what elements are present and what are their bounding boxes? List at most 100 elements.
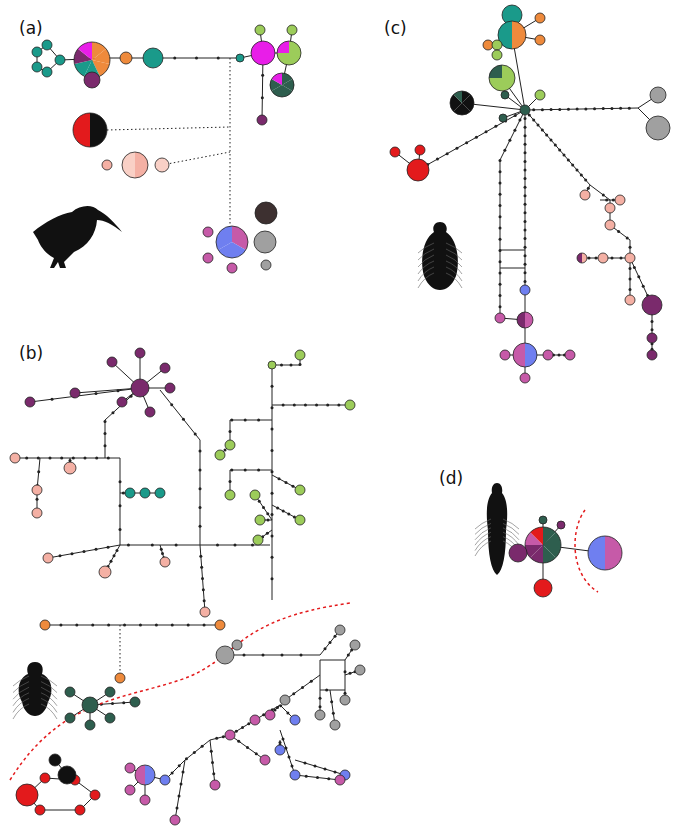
- mutation-step: [266, 512, 269, 515]
- haplotype-circle: [160, 557, 170, 567]
- pie-slice: [450, 103, 462, 111]
- mutation-step: [282, 404, 285, 407]
- haplotype-circle: [295, 515, 305, 525]
- haplotype-circle: [32, 508, 42, 518]
- haplotype-pie: [255, 202, 277, 224]
- haplotype-circle: [315, 710, 325, 720]
- mutation-step: [257, 419, 260, 422]
- haplotype-circle: [58, 766, 76, 784]
- louse-silhouette: [19, 662, 52, 716]
- haplotype-pie: [254, 231, 276, 253]
- haplotype-circle: [145, 407, 155, 417]
- leg-stroke: [41, 682, 57, 693]
- mutation-step: [211, 761, 214, 764]
- mutation-step: [545, 134, 548, 137]
- mutation-step: [193, 751, 196, 754]
- mutation-step: [513, 129, 516, 132]
- haplotype-circle: [85, 720, 95, 730]
- mutation-step: [319, 705, 322, 708]
- haplotype-pie: [43, 553, 53, 563]
- mutation-step: [200, 566, 203, 569]
- pie-slice: [525, 312, 533, 328]
- haplotype-pie: [450, 91, 474, 115]
- haplotype-circle: [535, 90, 545, 100]
- mutation-step: [524, 237, 527, 240]
- haplotype-pie: [295, 350, 305, 360]
- haplotype-circle: [40, 620, 50, 630]
- haplotype-pie: [489, 65, 515, 91]
- pie-slice: [216, 226, 232, 250]
- haplotype-pie: [535, 35, 545, 45]
- link-line: [165, 740, 210, 780]
- haplotype-pie: [335, 775, 345, 785]
- haplotype-circle: [340, 695, 350, 705]
- haplotype-pie: [340, 695, 350, 705]
- mutation-step: [203, 624, 206, 627]
- link-line: [210, 740, 215, 785]
- mutation-step: [499, 204, 502, 207]
- haplotype-pie: [499, 114, 507, 122]
- mutation-step: [524, 151, 527, 154]
- haplotype-pie: [70, 388, 80, 398]
- haplotype-pie: [160, 775, 170, 785]
- mutation-step: [514, 114, 517, 117]
- haplotype-circle: [203, 227, 213, 237]
- link-line: [272, 365, 273, 600]
- mutation-step: [612, 199, 615, 202]
- mutation-step: [558, 354, 561, 357]
- mutation-step: [436, 158, 439, 161]
- haplotype-outline: [489, 65, 515, 91]
- pie-slice: [530, 527, 543, 545]
- haplotype-circle: [65, 687, 75, 697]
- louse-silhouette: [487, 483, 507, 575]
- mutation-step: [637, 275, 640, 278]
- mutation-step: [271, 428, 274, 431]
- link-line: [500, 268, 525, 269]
- haplotype-circle: [102, 160, 112, 170]
- haplotype-pie: [49, 754, 61, 766]
- mutation-step: [524, 169, 527, 172]
- mutation-step: [558, 149, 561, 152]
- mutation-step: [629, 246, 632, 249]
- haplotype-circle: [492, 50, 502, 60]
- haplotype-circle: [520, 105, 530, 115]
- haplotype-circle: [32, 485, 42, 495]
- mutation-step: [499, 305, 502, 308]
- haplotype-circle: [495, 313, 505, 323]
- haplotype-pie: [250, 490, 260, 500]
- haplotype-pie: [130, 697, 140, 707]
- mutation-step: [215, 737, 218, 740]
- haplotype-circle: [135, 348, 145, 358]
- mutation-step: [563, 154, 566, 157]
- mutation-step: [349, 672, 352, 675]
- haplotype-pie: [350, 640, 360, 650]
- haplotype-pie: [315, 710, 325, 720]
- haplotype-circle: [125, 763, 135, 773]
- haplotype-outline: [513, 343, 537, 367]
- mutation-step: [230, 419, 233, 422]
- mutation-step: [602, 194, 605, 197]
- haplotype-pie: [557, 521, 565, 529]
- mutation-step: [499, 181, 502, 184]
- dotted-link: [120, 625, 121, 675]
- mutation-step: [151, 544, 154, 547]
- mutation-step: [334, 635, 337, 638]
- link-line: [255, 705, 295, 720]
- haplotype-pie: [42, 67, 52, 77]
- mutation-step: [300, 654, 303, 657]
- mutation-step: [499, 159, 502, 162]
- haplotype-pie: [495, 313, 505, 323]
- mutation-step: [139, 624, 142, 627]
- haplotype-pie: [170, 815, 180, 825]
- haplotype-circle: [99, 566, 111, 578]
- mutation-step: [304, 404, 307, 407]
- haplotype-circle: [35, 805, 45, 815]
- mutation-step: [276, 507, 279, 510]
- haplotype-pie: [82, 697, 98, 713]
- haplotype-pie: [160, 557, 170, 567]
- mutation-step: [499, 283, 502, 286]
- mutation-step: [593, 107, 596, 110]
- haplotype-circle: [170, 815, 180, 825]
- haplotype-circle: [255, 25, 265, 35]
